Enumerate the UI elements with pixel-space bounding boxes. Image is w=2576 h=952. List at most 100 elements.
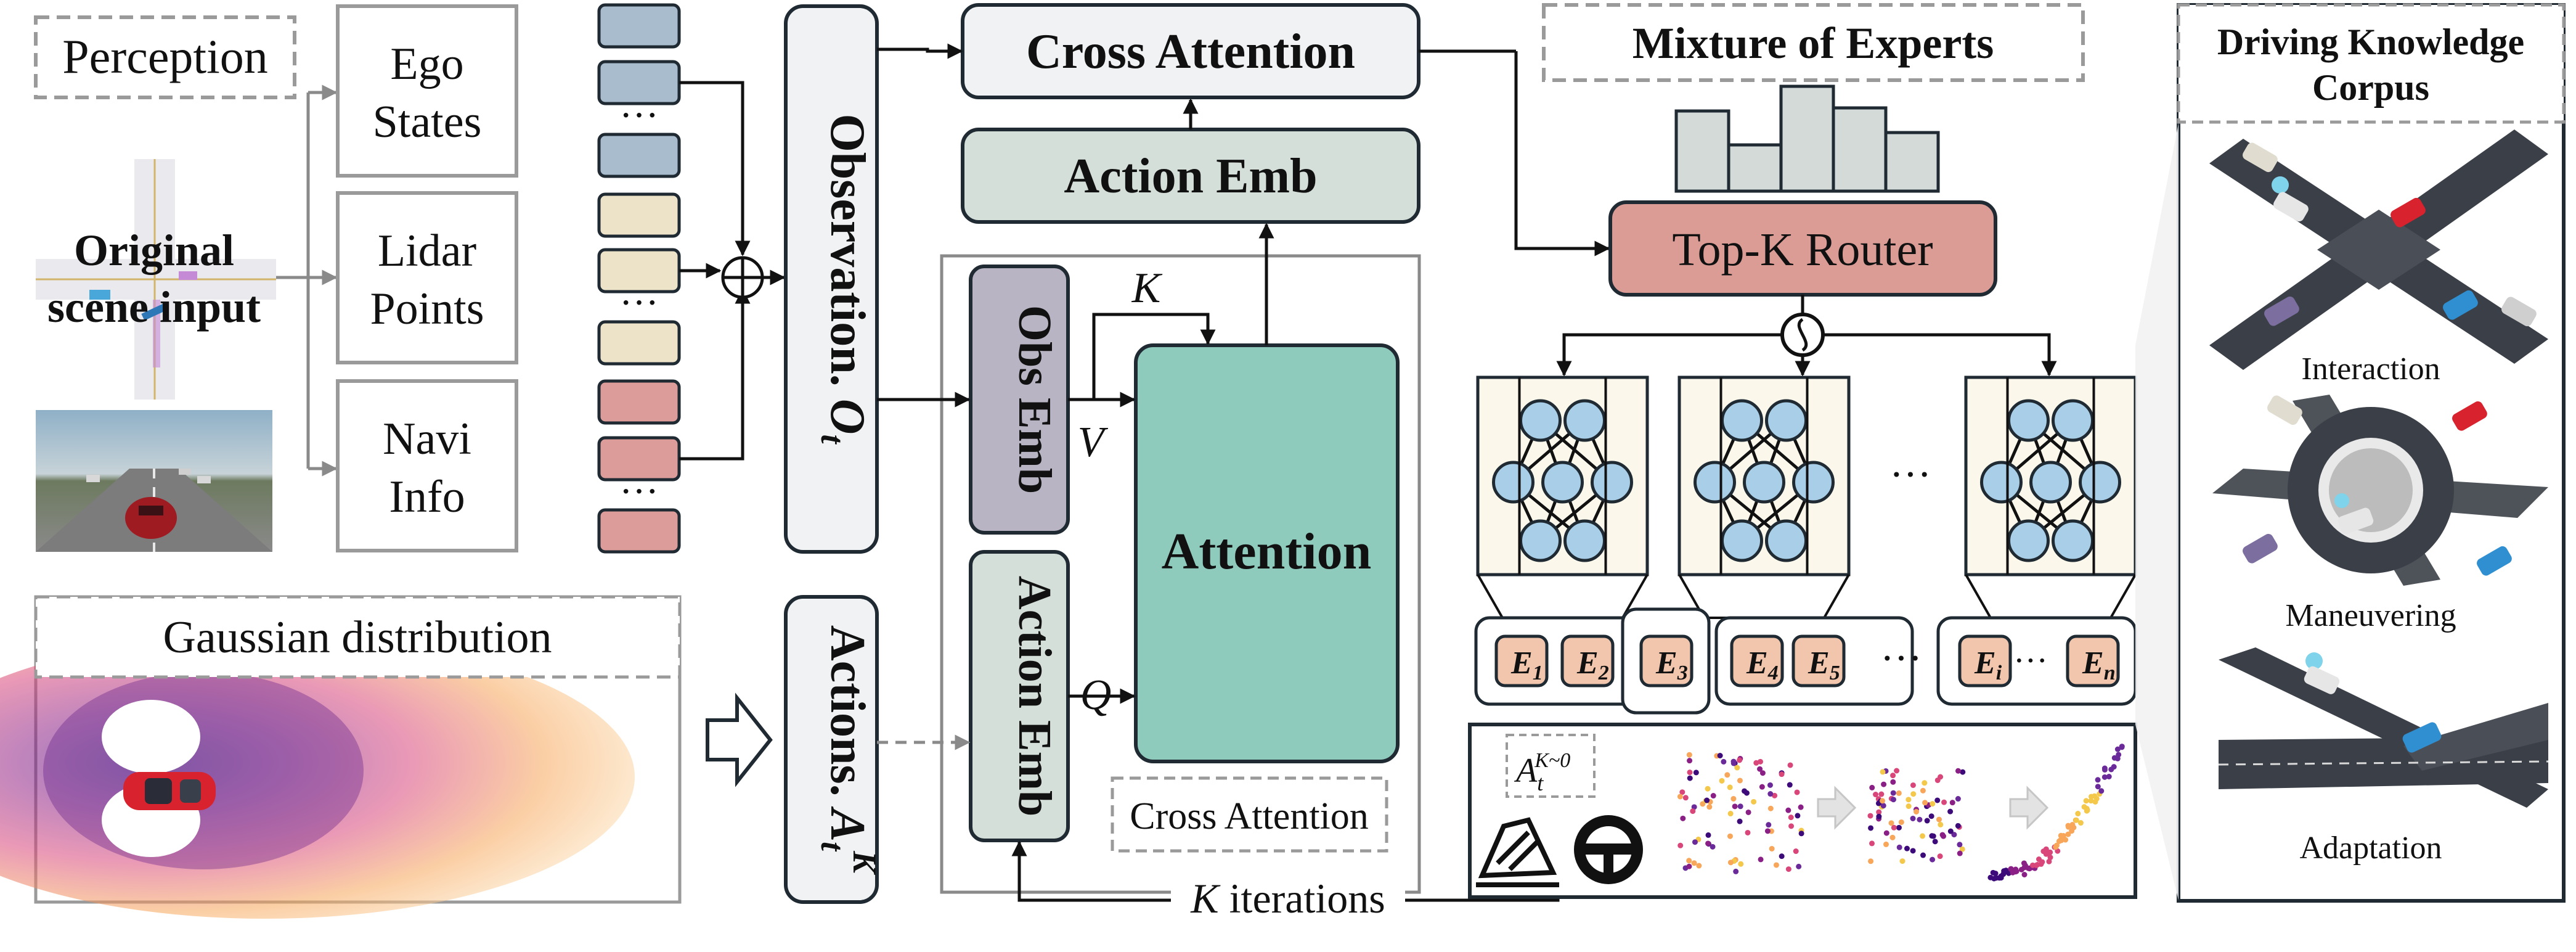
scatter-point <box>1881 781 1887 787</box>
expert-chip-ellipsis: ··· <box>1880 634 1922 681</box>
scatter-point <box>1928 813 1934 819</box>
expert-node <box>1721 519 1763 562</box>
scatter-point <box>1686 863 1692 869</box>
expert-node <box>2007 399 2050 442</box>
gaussian-car-icon <box>123 772 216 810</box>
denoise-symbol: AtK~0 <box>1514 749 1570 795</box>
scatter-point <box>1891 824 1897 831</box>
expert-chip-i: Ei <box>1958 634 2012 687</box>
svg-text:···: ··· <box>619 281 659 324</box>
scatter-point <box>1757 766 1763 772</box>
svg-text:Points: Points <box>370 284 484 334</box>
scatter-point <box>1680 815 1686 821</box>
scatter-point <box>1889 834 1896 840</box>
scatter-point <box>2012 869 2018 875</box>
router-histogram <box>1674 84 1940 193</box>
scatter-point <box>1767 782 1773 788</box>
scatter-point <box>1767 791 1774 797</box>
corpus-link-wedge <box>2135 123 2179 900</box>
svg-text:Action Emb: Action Emb <box>1009 576 1061 817</box>
scatter-point <box>1951 832 1957 838</box>
svg-text:Actions. AtK: Actions. AtK <box>814 625 883 876</box>
scatter-point <box>1787 762 1793 768</box>
scatter-point <box>1949 800 1955 806</box>
adaptation-scene-image <box>2218 647 2549 808</box>
scatter-point <box>1906 803 1912 810</box>
v-label: V <box>1078 419 1109 466</box>
scatter-point <box>2075 811 2081 817</box>
scatter-point <box>1883 841 1889 847</box>
svg-text:Observation. Ot: Observation. Ot <box>814 113 874 445</box>
scene-label-line2: scene input <box>47 282 261 332</box>
scatter-point <box>1693 769 1699 776</box>
scatter-point <box>1869 840 1875 847</box>
scatter-point <box>1705 832 1711 838</box>
scatter-point <box>1772 792 1778 798</box>
svg-text:E4: E4 <box>1746 646 1779 684</box>
perception-branch-lines <box>276 84 338 477</box>
scatter-point <box>1937 853 1943 860</box>
corpus-title-box <box>2177 3 2566 124</box>
scatter-point <box>1737 818 1743 824</box>
scatter-point <box>1910 815 1916 821</box>
histogram-bar <box>1727 143 1783 193</box>
expert-node <box>1792 461 1835 504</box>
scatter-point <box>1890 790 1896 796</box>
token-ellipses: ··· ··· ··· <box>619 93 659 513</box>
histogram-bar <box>1779 84 1835 193</box>
observation-subscript: t <box>814 435 851 445</box>
scatter-point <box>2025 865 2031 871</box>
top-k-router-box: Top-K Router <box>1608 200 1997 297</box>
scatter-point <box>1795 813 1801 819</box>
scatter-point <box>1896 844 1902 850</box>
corpus-title-line1: Driving Knowledge <box>2217 22 2524 62</box>
scatter-point <box>1737 803 1743 810</box>
observation-label: Observation. <box>820 113 874 386</box>
scatter-point <box>1734 765 1740 771</box>
scatter-point <box>2116 752 2122 758</box>
scatter-point <box>2084 807 2090 813</box>
scatter-point <box>1788 823 1795 829</box>
router-switch-icon <box>1780 313 1825 357</box>
scatter-point <box>1686 858 1692 864</box>
scatter-point <box>1883 830 1889 836</box>
iterations-label-bg <box>1171 874 1405 924</box>
svg-text:Navi: Navi <box>383 414 471 464</box>
lidar-points-box: Lidar Points <box>336 191 518 364</box>
scatter-point <box>1793 848 1799 855</box>
scatter-point <box>1922 800 1928 806</box>
scatter-point <box>1869 784 1875 790</box>
scatter-point <box>1717 753 1723 759</box>
expert-node <box>1743 461 1785 504</box>
scatter-point <box>1930 856 1936 863</box>
scatter-point <box>1917 816 1923 823</box>
scatter-point <box>1719 778 1725 784</box>
scatter-point <box>1930 801 1936 807</box>
expert-node <box>1519 519 1562 562</box>
k-label: K <box>1131 265 1163 312</box>
scatter-point <box>1798 804 1804 810</box>
scatter-point <box>2083 798 2089 804</box>
corpus-item-adaptation: Adaptation <box>2299 831 2442 866</box>
perception-title: Perception <box>62 30 268 83</box>
scatter-point <box>1896 790 1902 796</box>
scatter-point <box>2058 832 2064 839</box>
corpus-item-maneuvering: Maneuvering <box>2285 598 2456 633</box>
svg-text:···: ··· <box>619 469 659 513</box>
scene-label-line1: Original <box>74 226 234 275</box>
scatter-point <box>1737 778 1743 784</box>
scatter-point <box>1992 871 1999 877</box>
expert-node <box>1563 519 1606 562</box>
perception-title-box <box>34 15 296 99</box>
svg-text:Mixture of Experts: Mixture of Experts <box>1632 18 1994 68</box>
corpus-item-interaction: Interaction <box>2301 351 2440 387</box>
expert-network <box>1964 375 2137 619</box>
scatter-point <box>1690 808 1696 815</box>
expert-node <box>2079 461 2121 504</box>
scatter-point <box>1922 780 1928 786</box>
scatter-point <box>1868 858 1874 864</box>
scatter-point <box>1955 823 1961 829</box>
scatter-point <box>1873 792 1879 798</box>
histogram-bar <box>1832 106 1888 193</box>
svg-text:Cross Attention: Cross Attention <box>1026 25 1355 79</box>
